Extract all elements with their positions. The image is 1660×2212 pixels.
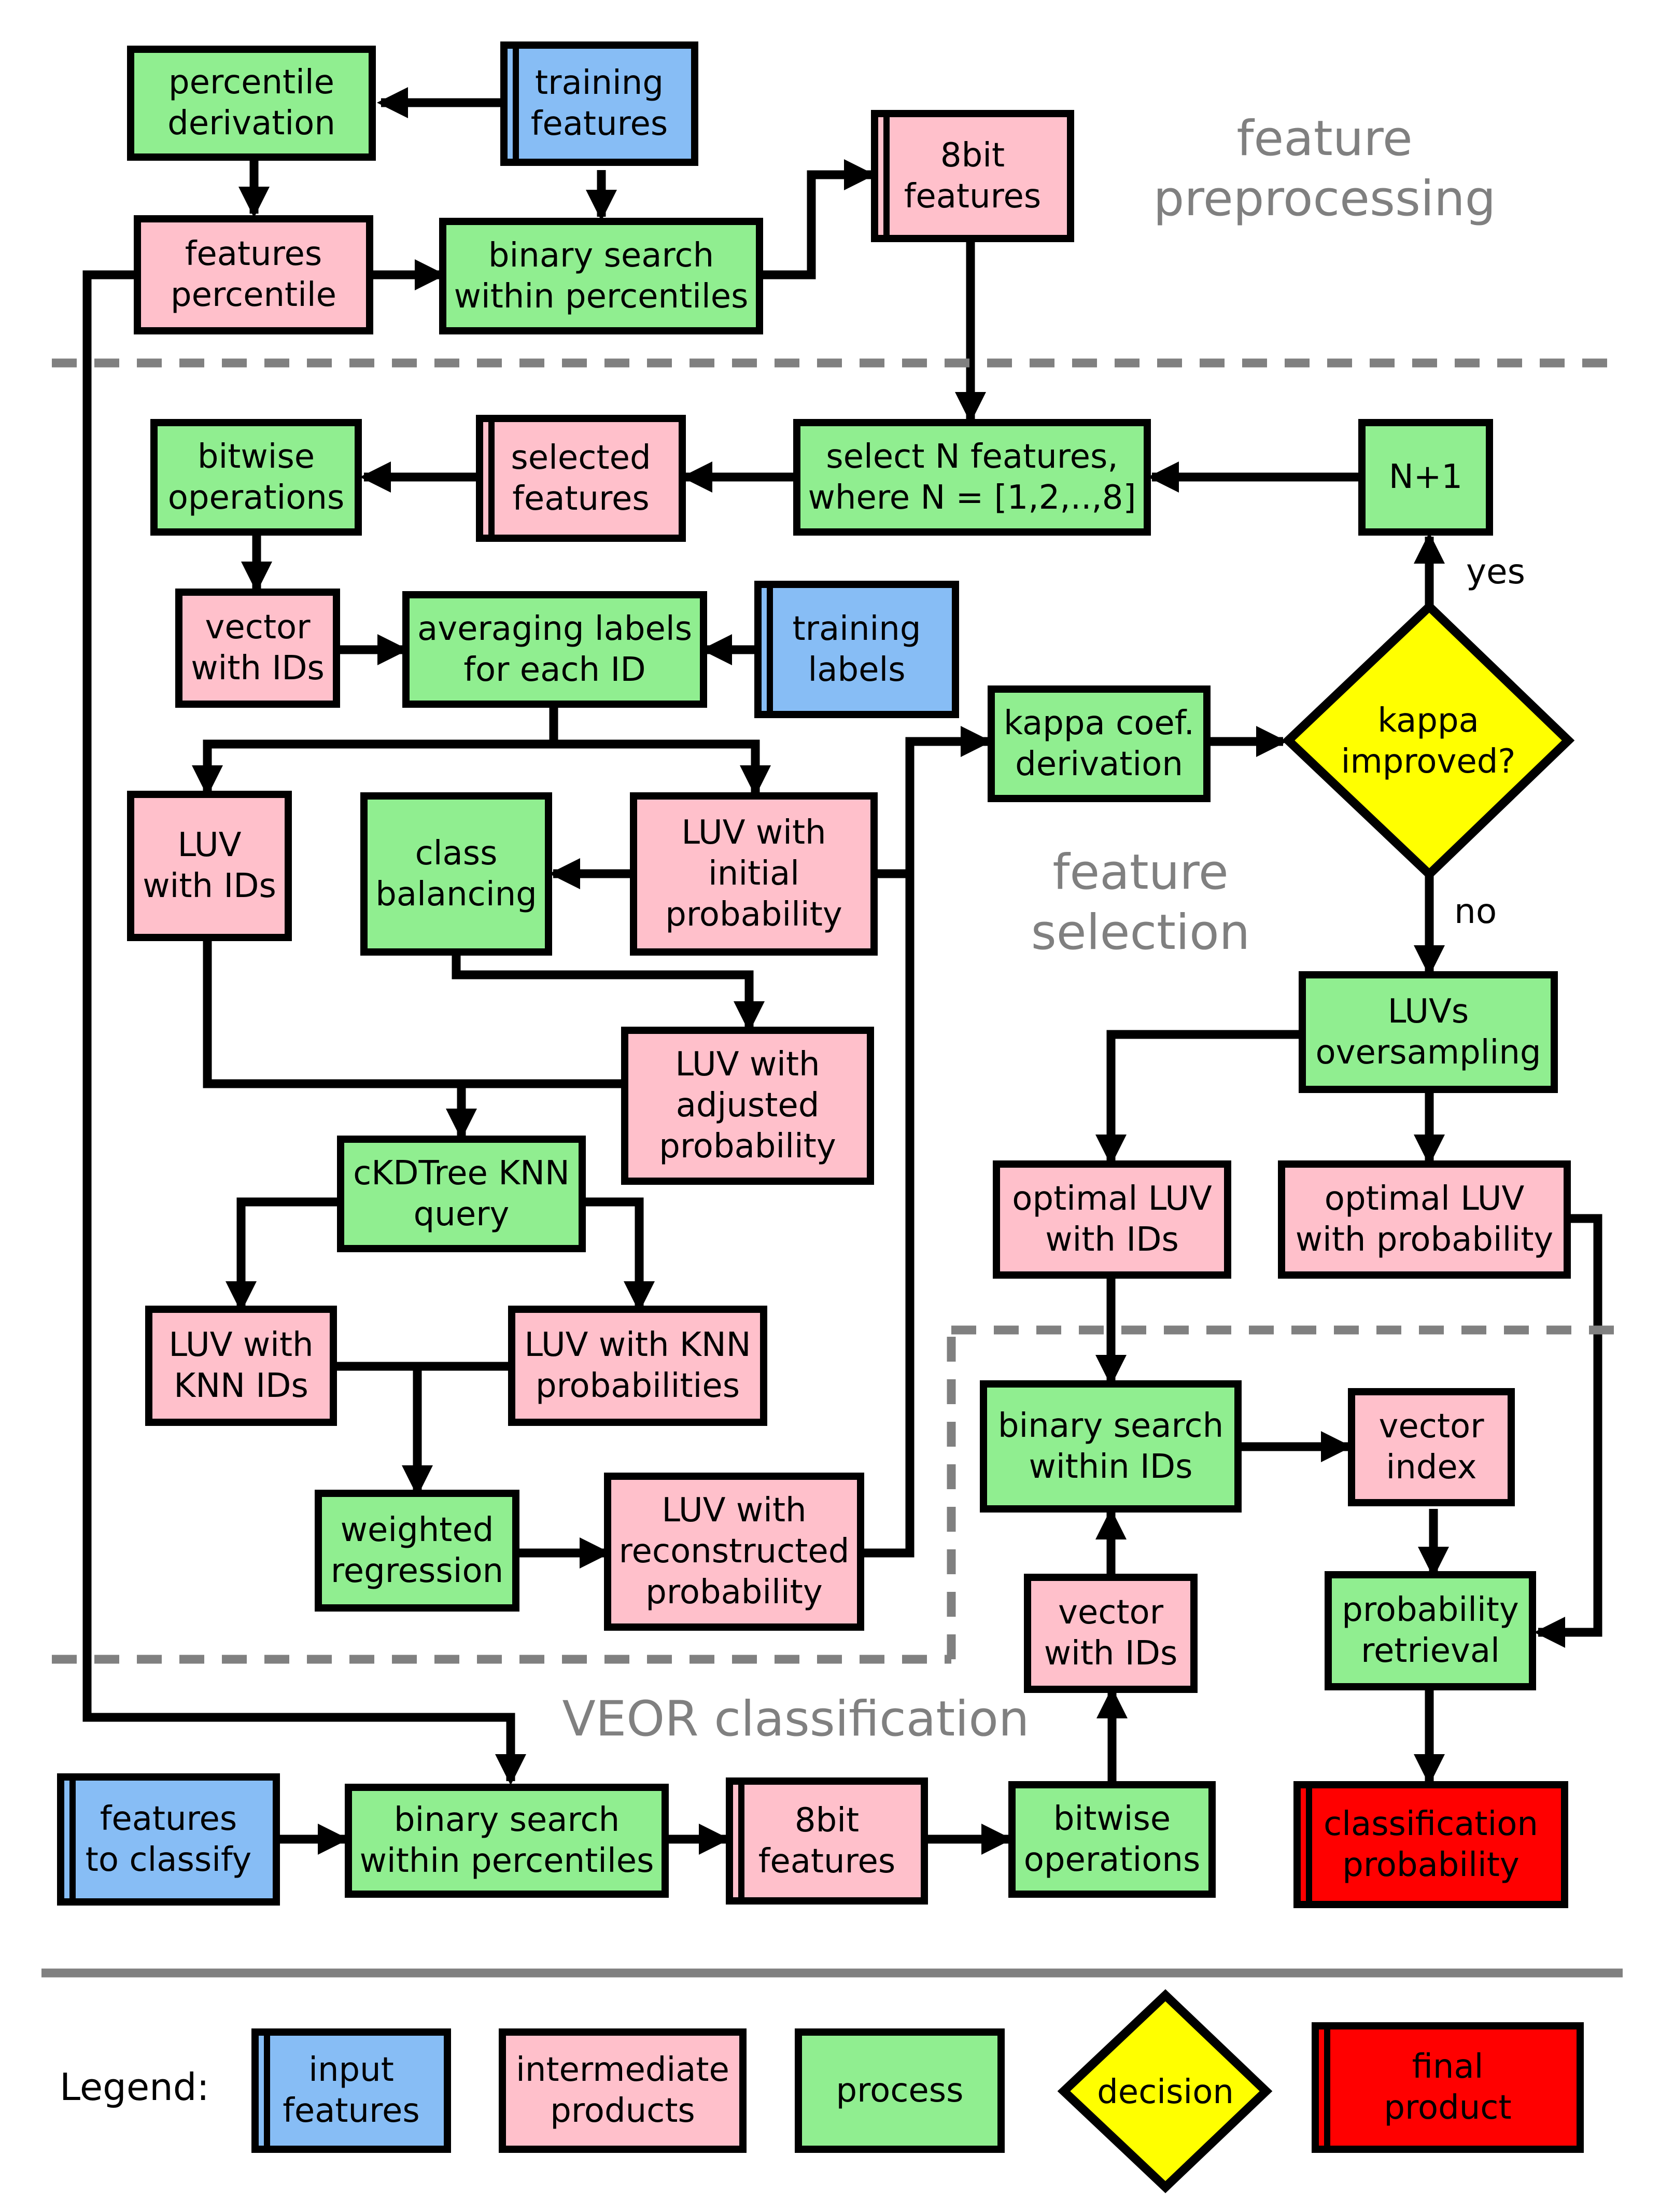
section-label-preprocessing: feature preprocessing [1153,110,1496,227]
edge-label-no: no [1454,891,1497,931]
node-features-to-classify: features to classify [57,1773,280,1906]
node-luv-initial-probability: LUV with initial probability [630,792,878,956]
node-class-balancing: class balancing [360,792,552,956]
edge-ckdtree-to-knn-ids [226,1197,341,1312]
node-selected-features: selected features [476,415,686,542]
node-8bit-features-top: 8bit features [871,110,1074,242]
node-vector-with-ids-left: vector with IDs [175,589,340,708]
node-binary-search-ids: binary search within IDs [980,1380,1242,1513]
node-luvs-oversampling: LUVs oversampling [1299,971,1558,1093]
kappa-decision-diamond [1282,600,1575,880]
node-8bit-features-bottom: 8bit features [726,1777,928,1905]
edge-class-balancing-to-luv-adjusted [452,955,765,1032]
legend-final: final product [1312,2022,1584,2153]
edge-reconstructed-to-kappa [862,726,992,1558]
legend-intermediate: intermediate products [499,2028,747,2153]
node-binary-search-percentiles-bottom: binary search within percentiles [345,1784,669,1898]
node-luv-adjusted-probability: LUV with adjusted probability [621,1027,874,1185]
node-select-n-features: select N features, where N = [1,2,..,8] [793,419,1151,536]
node-bitwise-operations-bottom: bitwise operations [1008,1781,1216,1898]
legend-decision-diamond [1057,1989,1273,2193]
edge-ckdtree-to-knn-prob [582,1197,655,1312]
node-vector-index: vector index [1348,1388,1515,1506]
section-label-classification: VEOR classification [562,1691,1030,1747]
node-features-percentile: features percentile [134,215,373,334]
node-probability-retrieval: probability retrieval [1325,1571,1536,1690]
legend-input: input features [251,2028,451,2153]
node-ckdtree-knn: cKDTree KNN query [337,1136,586,1252]
legend-process: process [795,2028,1005,2153]
edge-optimal-prob-to-retrieval [1534,1214,1602,1648]
node-binary-search-percentiles-top: binary search within percentiles [439,218,763,334]
node-classification-probability: classification probability [1293,1781,1568,1908]
node-training-labels: training labels [754,581,959,718]
legend-title: Legend: [60,2065,209,2109]
node-training-features: training features [500,41,698,166]
legend-decision: decision [1097,2073,1234,2111]
edge-averaging-to-luv-initial [554,739,771,796]
node-optimal-luv-ids: optimal LUV with IDs [993,1160,1231,1279]
node-n-plus-1: N+1 [1358,419,1493,536]
node-optimal-luv-probability: optimal LUV with probability [1278,1160,1571,1279]
node-bitwise-operations-top: bitwise operations [150,419,362,536]
section-label-selection: feature selection [1031,844,1250,961]
node-kappa-improved: kappa improved? [1341,702,1516,781]
node-luv-reconstructed-probability: LUV with reconstructed probability [604,1473,864,1631]
edge-label-yes: yes [1466,552,1526,592]
edge-features-percentile-to-classification [82,270,526,1785]
edge-binary-search-to-8bit [762,159,875,279]
node-luv-knn-ids: LUV with KNN IDs [145,1306,337,1426]
edge-luv-ids-to-ckdtree [203,939,627,1088]
node-luv-knn-probabilities: LUV with KNN probabilities [508,1306,767,1426]
node-percentile-derivation: percentile derivation [127,46,376,161]
edge-averaging-to-luv-ids [192,708,558,796]
node-averaging-labels: averaging labels for each ID [402,591,707,708]
node-vector-with-ids-right: vector with IDs [1024,1574,1198,1693]
node-weighted-regression: weighted regression [315,1490,519,1612]
node-kappa-derivation: kappa coef. derivation [988,685,1211,802]
edge-oversampling-to-optimal-ids [1095,1030,1301,1166]
node-luv-with-ids: LUV with IDs [127,791,292,941]
